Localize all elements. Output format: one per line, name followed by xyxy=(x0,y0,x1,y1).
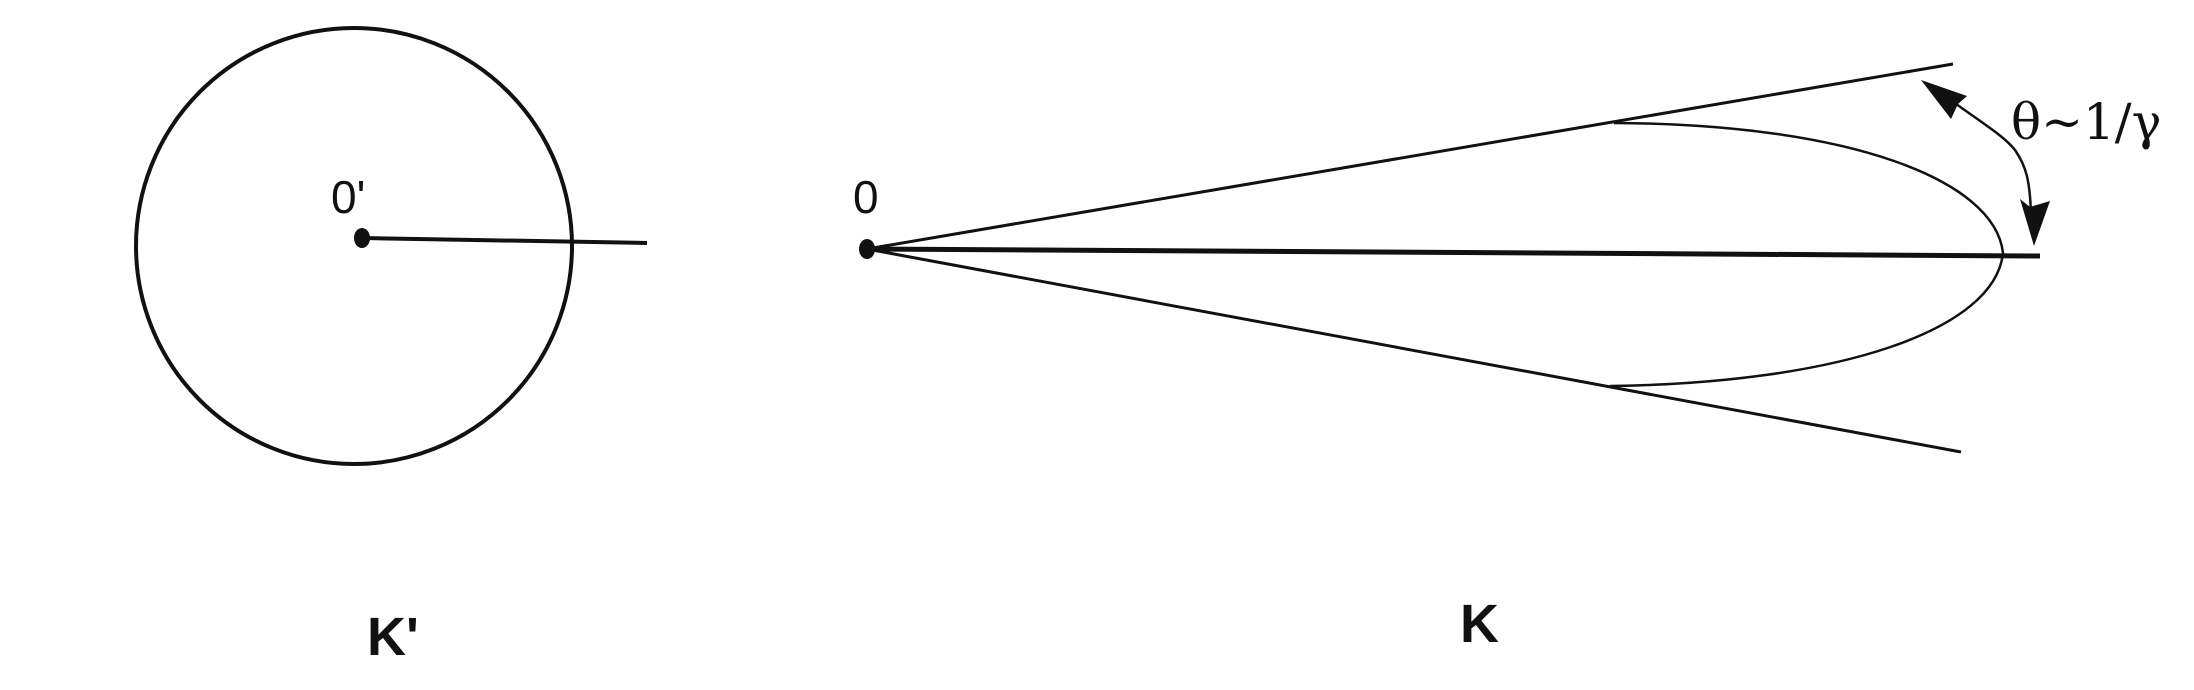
lab-frame-origin-label: 0 xyxy=(853,171,879,223)
rest-frame-origin-label: 0' xyxy=(331,171,365,223)
rest-frame-axis-line xyxy=(361,236,648,245)
rest-frame-origin-point xyxy=(354,228,370,248)
lab-frame-label: K xyxy=(1460,594,1499,654)
lab-frame-origin-point xyxy=(859,239,875,259)
upper-cone-line xyxy=(866,62,1954,251)
rest-frame-panel: 0' K' xyxy=(134,26,648,667)
beamed-emission-lobe xyxy=(1609,121,2005,388)
lower-cone-line xyxy=(866,247,1962,454)
opening-angle-label: θ~1/γ xyxy=(2011,93,2162,151)
opening-angle-arc xyxy=(1951,99,2033,216)
rest-frame-label: K' xyxy=(367,607,419,667)
angle-arrowhead-upper xyxy=(1921,80,1967,119)
lab-frame-panel: 0 θ~1/γ K xyxy=(853,62,2162,654)
isotropic-emission-circle xyxy=(134,26,574,466)
central-axis-line xyxy=(866,246,2041,259)
angle-arrowhead-lower xyxy=(2020,199,2050,246)
